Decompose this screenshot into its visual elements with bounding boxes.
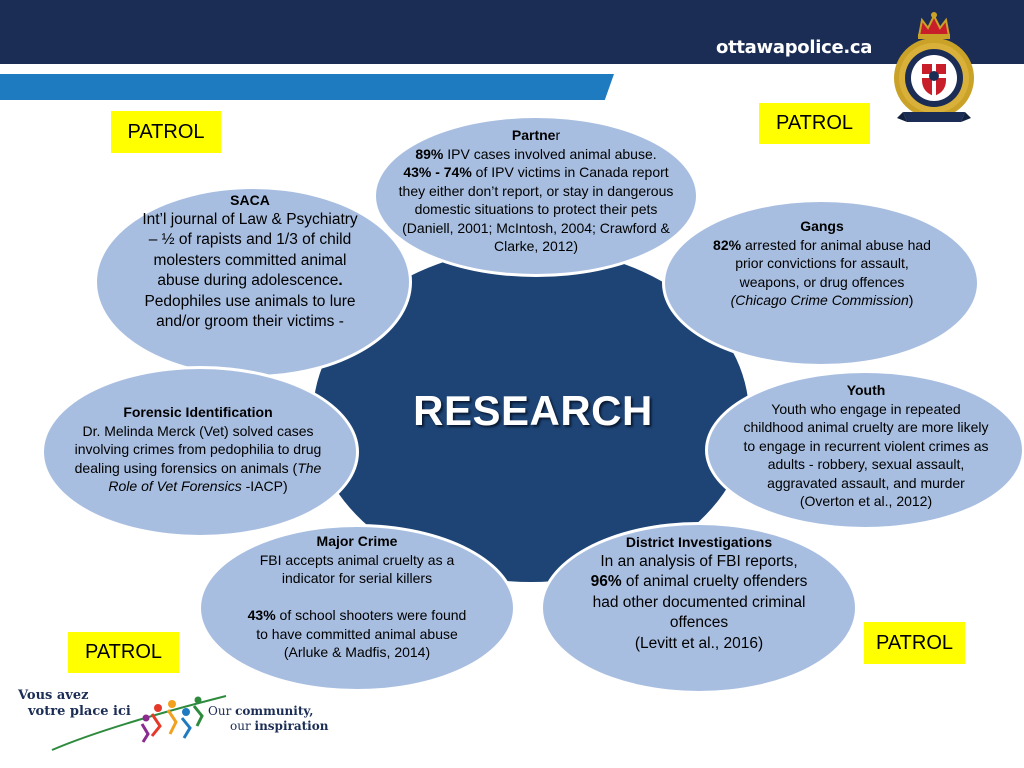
youth-text: Youth Youth who engage in repeated child… bbox=[740, 381, 992, 511]
accent-stripe bbox=[0, 74, 614, 100]
youth-bubble bbox=[705, 370, 1024, 530]
saca-text: SACA Int’l journal of Law & Psychiatry –… bbox=[140, 191, 360, 333]
police-crest-icon bbox=[894, 12, 974, 122]
patrol-badge-bottom-right: PATROL bbox=[864, 622, 965, 664]
site-url[interactable]: ottawapolice.ca bbox=[716, 37, 873, 58]
youth-title: Youth bbox=[846, 382, 886, 398]
header-bar bbox=[0, 0, 1024, 64]
partner-bubble bbox=[373, 115, 699, 277]
gangs-title: Gangs bbox=[800, 218, 844, 234]
saca-title: SACA bbox=[230, 192, 270, 208]
patrol-badge-top-left: PATROL bbox=[111, 111, 221, 153]
patrol-badge-top-right: PATROL bbox=[759, 103, 870, 144]
patrol-badge-bottom-left: PATROL bbox=[68, 632, 179, 673]
english-slogan: Our community, our inspiration bbox=[208, 704, 329, 733]
district-bubble bbox=[540, 522, 858, 694]
forensic-text: Forensic Identification Dr. Melinda Merc… bbox=[72, 403, 324, 496]
gangs-text: Gangs 82% arrested for animal abuse had … bbox=[713, 218, 931, 308]
research-title: RESEARCH bbox=[413, 387, 653, 434]
partner-title: Partner bbox=[511, 127, 561, 143]
major-crime-title: Major Crime bbox=[316, 533, 398, 549]
forensic-bubble bbox=[41, 366, 359, 538]
district-title: District Investigations bbox=[625, 534, 773, 550]
district-text: District Investigations In an analysis o… bbox=[588, 533, 810, 654]
gangs-bubble bbox=[662, 199, 980, 367]
partner-citation: (Daniell, 2001; McIntosh, 2004; Crawford… bbox=[402, 219, 670, 255]
major-crime-bubble bbox=[198, 524, 516, 692]
french-slogan: Vous avez votre place ici bbox=[18, 688, 131, 719]
figures-icon bbox=[51, 695, 227, 751]
community-logo: Vous avez votre place ici Our community,… bbox=[18, 686, 358, 756]
partner-text: Partner 89% IPV cases involved animal ab… bbox=[393, 126, 679, 256]
forensic-title: Forensic Identification bbox=[123, 404, 273, 420]
major-crime-text: Major Crime FBI accepts animal cruelty a… bbox=[247, 533, 467, 660]
